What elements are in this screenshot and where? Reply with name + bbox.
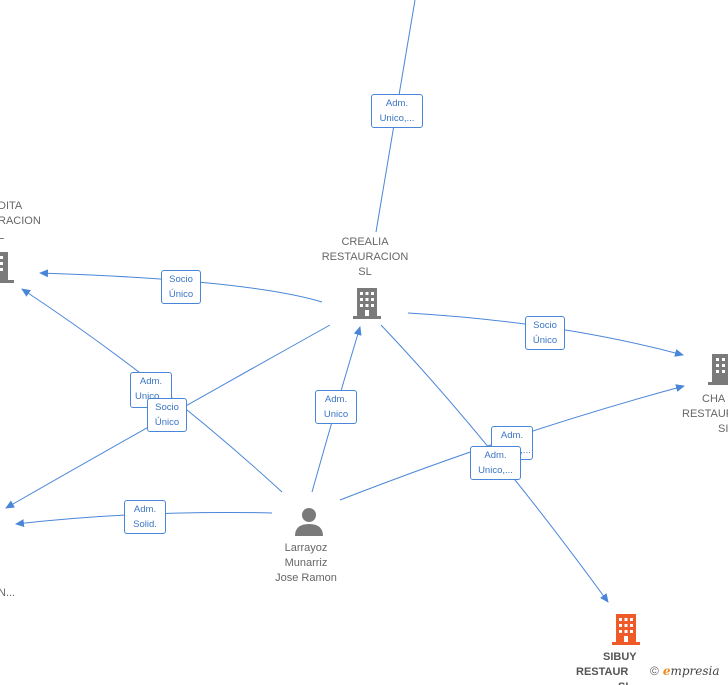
edge-label-adm-unico-left-line2: Unico,... (135, 391, 170, 402)
edge-label-socio-right-line1: Socio (533, 320, 557, 331)
crealia-label-line2: RESTAURACION (321, 251, 409, 263)
crealia-label[interactable]: CREALIA RESTAURACION SL (310, 235, 420, 280)
left-top-label-line3: L (0, 230, 5, 242)
right-mid-label-line1: CHA (702, 393, 726, 405)
edge-label-adm-right-a-line1: Adm. (500, 430, 524, 441)
person-label-line1: Larrayoz (284, 542, 328, 554)
edge-label-socio-left2-line2: Único (154, 417, 180, 428)
edge-label-adm-right-b-line1: Adm. (484, 450, 507, 461)
edge-label-adm-solid-line1: Adm. (133, 504, 157, 515)
edge-crealia-to-left-top (39, 269, 323, 303)
edge-label-top-line2: Unico,... (379, 113, 415, 124)
edge-label-adm-unico-left-line1: Adm. (139, 376, 163, 387)
sibuya-label-line3: SL (576, 680, 637, 685)
edge-label-socio-left-line2: Único (168, 289, 194, 300)
right-mid-label[interactable]: CHA RESTAUR SI (682, 392, 728, 437)
left-top-label[interactable]: DITA RACION L (0, 199, 41, 244)
left-top-label-line2: RACION (0, 215, 41, 227)
edge-label-adm-unico-center[interactable]: Adm. Unico (315, 390, 357, 424)
edge-label-adm-unico-center-line2: Unico (323, 409, 349, 420)
empresia-logo-e: e (662, 664, 671, 678)
edge-label-socio-left-line1: Socio (169, 274, 193, 285)
edge-label-socio-right[interactable]: Socio Único (525, 316, 565, 350)
edge-label-socio-right-line2: Único (532, 335, 558, 346)
person-label-line3: Jose Ramon (275, 572, 337, 584)
copyright-icon: © (650, 664, 659, 678)
crealia-building-icon[interactable] (351, 286, 383, 320)
edge-label-top[interactable]: Adm. Unico,... (371, 94, 423, 128)
crealia-label-line3: SL (358, 266, 372, 278)
left-top-building-icon[interactable] (0, 250, 14, 284)
sibuya-label-line2: RESTAUR (576, 666, 629, 678)
right-mid-label-line2: RESTAUR (682, 408, 728, 420)
empresia-watermark: © empresia (650, 664, 720, 678)
edge-label-socio-left2[interactable]: Socio Único (147, 398, 187, 432)
edge-label-socio-left2-line1: Socio (155, 402, 179, 413)
edge-label-adm-right-b[interactable]: Adm. Unico,... (470, 446, 521, 480)
empresia-logo-rest: mpresia (670, 664, 720, 678)
crealia-label-line1: CREALIA (341, 236, 389, 248)
sibuya-label-line1: SIBUY (603, 651, 637, 663)
sibuya-building-icon[interactable] (610, 612, 642, 646)
right-mid-label-line3: SI (718, 423, 728, 435)
edge-label-adm-unico-center-line1: Adm. (324, 394, 348, 405)
person-label-line2: Munarriz (284, 557, 328, 569)
left-bottom-label[interactable]: N... (0, 586, 15, 601)
edge-label-adm-solid-line2: Solid. (133, 519, 157, 530)
empresia-logo: empresia (663, 664, 720, 678)
person-icon[interactable] (293, 505, 325, 537)
edge-label-socio-left[interactable]: Socio Único (161, 270, 201, 304)
left-bottom-label-line1: N... (0, 587, 16, 599)
edge-label-adm-solid[interactable]: Adm. Solid. (124, 500, 166, 534)
sibuya-label[interactable]: SIBUY RESTAUR SL (576, 650, 637, 685)
person-label[interactable]: Larrayoz Munarriz Jose Ramon (256, 541, 356, 586)
edge-label-top-line1: Adm. (385, 98, 409, 109)
left-top-label-line1: DITA (0, 200, 23, 212)
edge-label-adm-right-b-line2: Unico,... (478, 465, 513, 476)
right-mid-building-icon[interactable] (708, 352, 728, 386)
